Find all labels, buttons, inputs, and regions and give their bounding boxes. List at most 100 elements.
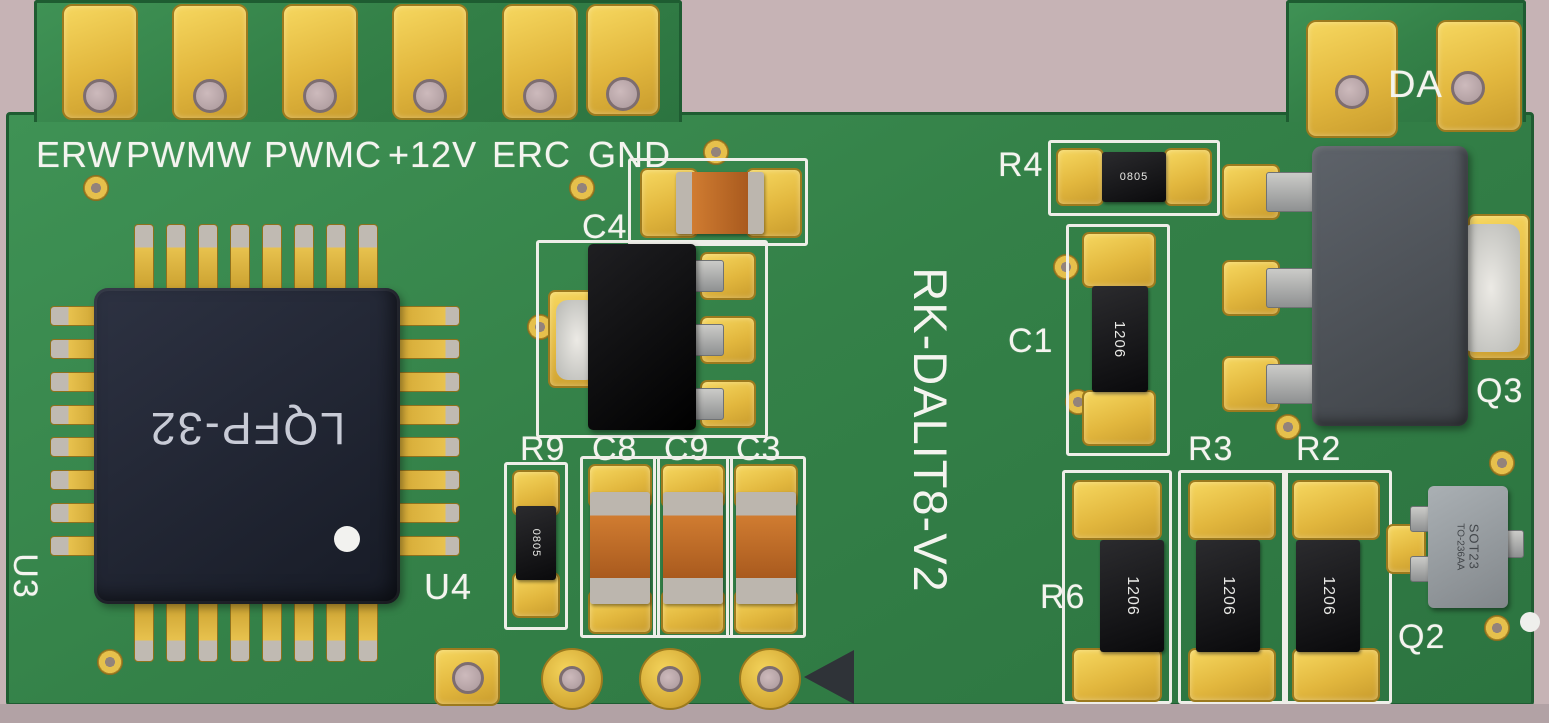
ic-pin (134, 224, 154, 292)
ic-pin (262, 224, 282, 292)
refdes-c3: C3 (736, 430, 782, 468)
capacitor-c4-body (676, 172, 764, 234)
via (97, 649, 123, 675)
q2-package-marking: SOT23 TO-236AA (1454, 523, 1482, 570)
silkscreen-outline-c3 (726, 456, 806, 638)
via (83, 175, 109, 201)
ic-pin (358, 224, 378, 292)
regulator-body (588, 244, 696, 430)
ic-pin (396, 371, 460, 392)
refdes-q3: Q3 (1476, 372, 1524, 410)
refdes-r9: R9 (520, 430, 566, 468)
ic-pin (166, 224, 186, 292)
refdes-u4: U4 (424, 566, 473, 607)
resistor-r9-body: 0805 (516, 506, 556, 580)
through-hole (757, 666, 783, 692)
connector-label-erw: ERW (36, 134, 123, 175)
capacitor-c9-body (663, 492, 723, 604)
background-bottom-strip (0, 704, 1549, 723)
connector-label-pwmw: PWMW (126, 134, 252, 175)
connector-label-12v: +12V (388, 134, 478, 175)
via (1484, 615, 1510, 641)
via (1275, 414, 1301, 440)
mcu-pins-top (134, 224, 378, 292)
silkscreen-dot (1520, 612, 1540, 632)
refdes-q2: Q2 (1398, 618, 1446, 656)
ic-pin (396, 437, 460, 458)
smd-pad (1072, 480, 1162, 540)
capacitor-c8-body (590, 492, 650, 604)
q2-marking-line2: TO-236AA (1455, 523, 1467, 571)
bank-marking-3: 1206 (1320, 576, 1337, 616)
through-hole (413, 79, 447, 113)
ic-pin (358, 600, 378, 662)
silkscreen-outline-c4 (628, 158, 808, 246)
r4-marking: 0805 (1119, 171, 1149, 183)
capacitor-c3-body (736, 492, 796, 604)
silkscreen-outline-c1 (1066, 224, 1170, 456)
ic-pin (198, 600, 218, 662)
ic-pin (326, 224, 346, 292)
component-lead (1266, 364, 1318, 404)
transistor-q3-body (1312, 146, 1468, 426)
refdes-r4: R4 (998, 146, 1044, 184)
q2-marking-line1: SOT23 (1466, 523, 1482, 571)
board-title-silkscreen: RK-DALIT8-V2 (904, 267, 957, 593)
ic-pin (262, 600, 282, 662)
refdes-c9: C9 (664, 430, 710, 468)
via (1489, 450, 1515, 476)
ic-pin (294, 600, 314, 662)
smd-pad (1188, 480, 1276, 540)
capacitor-c1-body: 1206 (1092, 286, 1148, 392)
through-hole (1335, 75, 1369, 109)
resistor-r4-body: 0805 (1102, 152, 1166, 202)
through-hole (193, 79, 227, 113)
connector-pad-da-2 (1436, 20, 1522, 132)
ic-pin (396, 306, 460, 326)
transistor-q2-body: SOT23 TO-236AA (1428, 486, 1508, 608)
smd-pad (1082, 232, 1156, 288)
resistor-bank-body-3: 1206 (1296, 540, 1360, 652)
solder-tab (1462, 224, 1520, 352)
ic-pin (134, 600, 154, 662)
silkscreen-outline-bank-3 (1282, 470, 1392, 704)
ic-pin (396, 535, 460, 556)
through-hole (452, 662, 484, 694)
bank-marking-2: 1206 (1220, 576, 1237, 616)
refdes-r2: R2 (1296, 430, 1342, 468)
ic-pin (166, 600, 186, 662)
refdes-c8: C8 (592, 430, 638, 468)
through-hole (523, 79, 557, 113)
through-hole (83, 79, 117, 113)
through-hole (1451, 71, 1485, 105)
silkscreen-outline-bank-1 (1062, 470, 1172, 704)
ic-pin (198, 224, 218, 292)
ic-pin (396, 503, 460, 524)
mcu-package-marking: LQFP-32 (148, 403, 346, 454)
silkscreen-outline-bank-2 (1178, 470, 1288, 704)
ic-pin (326, 600, 346, 662)
smd-pad (1082, 390, 1156, 446)
refdes-u3: U3 (6, 553, 44, 599)
ic-pin (396, 404, 460, 425)
through-hole (606, 77, 640, 111)
ic-pin (396, 470, 460, 491)
connector-label-pwmc: PWMC (264, 134, 382, 175)
through-hole (657, 666, 683, 692)
mcu-pins-right (396, 306, 460, 556)
silkscreen-outline-r4 (1048, 140, 1220, 216)
ic-pin (230, 224, 250, 292)
fiducial-arrow-marker (804, 650, 854, 704)
via (569, 175, 595, 201)
connector-label-erc: ERC (492, 134, 572, 175)
smd-pad (1188, 648, 1276, 702)
smd-pad (1164, 148, 1212, 206)
ic-pin (230, 600, 250, 662)
ic-pin (396, 338, 460, 359)
silkscreen-outline-c8 (580, 456, 660, 638)
mcu-ic-body: LQFP-32 (94, 288, 400, 604)
smd-pad (1072, 648, 1162, 702)
mcu-pins-left (50, 306, 104, 556)
smd-pad (1056, 148, 1104, 206)
